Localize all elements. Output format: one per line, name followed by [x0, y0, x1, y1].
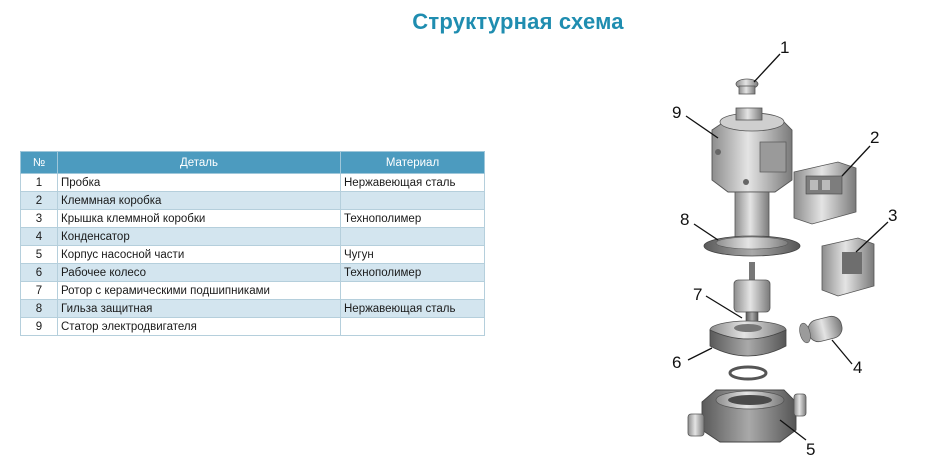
- row-part: Пробка: [57, 173, 341, 192]
- table-row: 1 Пробка Нержавеющая сталь: [20, 173, 485, 192]
- row-number: 6: [20, 263, 58, 282]
- callout-label-8: 8: [680, 210, 689, 229]
- row-material: Чугун: [340, 245, 485, 264]
- pump-body-part-illustration: [687, 389, 807, 443]
- callout-leader-6: [687, 347, 713, 361]
- table-row: 6 Рабочее колесо Технополимер: [20, 263, 485, 282]
- row-part: Гильза защитная: [57, 299, 341, 318]
- row-material: Технополимер: [340, 209, 485, 228]
- table-row: 5 Корпус насосной части Чугун: [20, 245, 485, 264]
- row-part: Конденсатор: [57, 227, 341, 246]
- row-number: 2: [20, 191, 58, 210]
- parts-table: № Деталь Материал 1 Пробка Нержавеющая с…: [20, 151, 485, 336]
- row-material: Нержавеющая сталь: [340, 173, 485, 192]
- row-number: 8: [20, 299, 58, 318]
- row-part: Статор электродвигателя: [57, 317, 341, 336]
- callout-leader-8: [693, 223, 719, 241]
- row-number: 4: [20, 227, 58, 246]
- table-row: 3 Крышка клеммной коробки Технополимер: [20, 209, 485, 228]
- row-material: Нержавеющая сталь: [340, 299, 485, 318]
- row-part: Рабочее колесо: [57, 263, 341, 282]
- page-title: Структурная схема: [412, 9, 624, 34]
- table-row: 7 Ротор с керамическими подшипниками: [20, 281, 485, 300]
- sleeve-part-illustration: [703, 191, 801, 257]
- table-row: 4 Конденсатор: [20, 227, 485, 246]
- row-material: [340, 281, 485, 300]
- row-number: 3: [20, 209, 58, 228]
- plug-part-illustration: [735, 78, 759, 95]
- callout-label-9: 9: [672, 103, 681, 122]
- column-header-material: Материал: [340, 151, 485, 174]
- terminal-box-part-illustration: [793, 161, 857, 225]
- stator-part-illustration: [711, 107, 793, 193]
- terminal-cover-part-illustration: [821, 237, 875, 297]
- table-header-row: № Деталь Материал: [20, 151, 485, 174]
- callout-label-4: 4: [853, 358, 862, 377]
- table-row: 8 Гильза защитная Нержавеющая сталь: [20, 299, 485, 318]
- exploded-pump-diagram: 1 2 3 4 5 6 7 8 9: [672, 38, 897, 459]
- row-material: [340, 317, 485, 336]
- gasket-ring-illustration: [728, 365, 768, 381]
- impeller-part-illustration: [709, 320, 787, 357]
- table-row: 9 Статор электродвигателя: [20, 317, 485, 336]
- callout-label-2: 2: [870, 128, 879, 147]
- row-part: Ротор с керамическими подшипниками: [57, 281, 341, 300]
- row-part: Крышка клеммной коробки: [57, 209, 341, 228]
- row-material: Технополимер: [340, 263, 485, 282]
- row-part: Корпус насосной части: [57, 245, 341, 264]
- table-row: 2 Клеммная коробка: [20, 191, 485, 210]
- callout-leader-1: [753, 53, 781, 83]
- callout-leader-3: [855, 221, 889, 253]
- callout-label-7: 7: [693, 285, 702, 304]
- callout-label-5: 5: [806, 440, 815, 459]
- row-number: 1: [20, 173, 58, 192]
- row-part: Клеммная коробка: [57, 191, 341, 210]
- row-material: [340, 191, 485, 210]
- row-material: [340, 227, 485, 246]
- callout-leader-9: [685, 115, 719, 139]
- callout-leader-4: [831, 339, 853, 365]
- row-number: 9: [20, 317, 58, 336]
- row-number: 7: [20, 281, 58, 300]
- callout-label-3: 3: [888, 206, 897, 225]
- capacitor-part-illustration: [799, 315, 843, 344]
- callout-leader-7: [705, 295, 743, 319]
- callout-label-1: 1: [780, 38, 789, 57]
- callout-leader-2: [841, 145, 871, 177]
- rotor-part-illustration: [733, 262, 771, 325]
- column-header-number: №: [20, 151, 58, 174]
- column-header-part: Деталь: [57, 151, 341, 174]
- callout-label-6: 6: [672, 353, 681, 372]
- row-number: 5: [20, 245, 58, 264]
- callout-leader-5: [779, 419, 807, 441]
